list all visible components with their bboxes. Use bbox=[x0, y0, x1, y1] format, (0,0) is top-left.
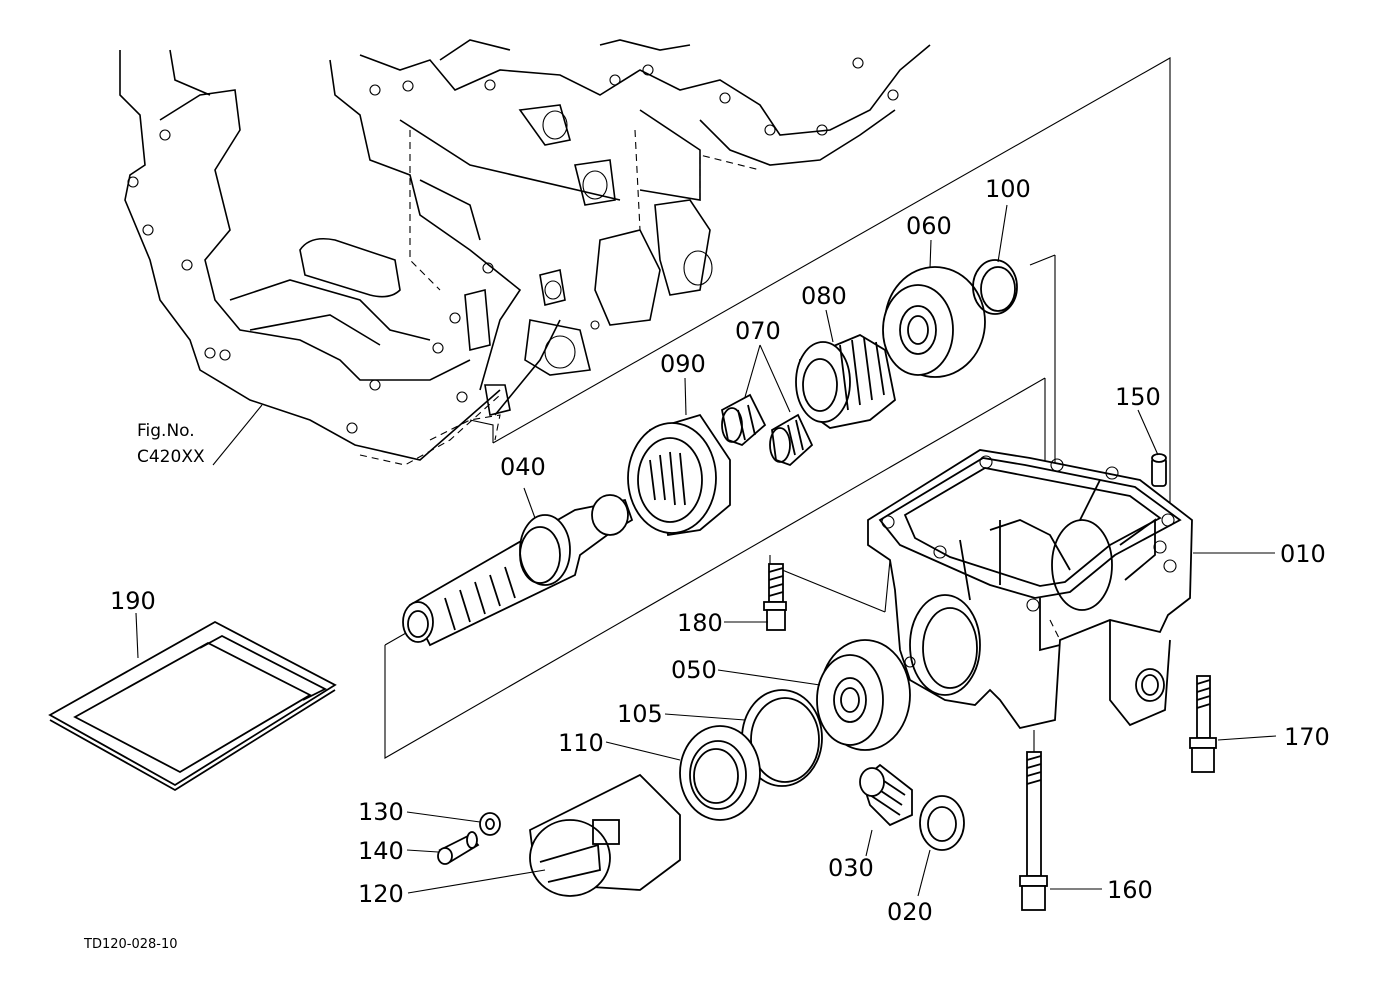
part-080 bbox=[795, 333, 896, 429]
callout-130: 130 bbox=[358, 798, 404, 826]
figure-ref-line2: C420XX bbox=[137, 447, 205, 467]
part-060 bbox=[882, 266, 986, 378]
part-160 bbox=[1019, 730, 1048, 911]
part-100 bbox=[972, 259, 1018, 315]
callout-120: 120 bbox=[358, 880, 404, 908]
callout-160: 160 bbox=[1107, 876, 1153, 904]
part-150 bbox=[1151, 453, 1167, 487]
callout-labels: Fig.No. C420XX 100 060 080 070 090 040 1… bbox=[83, 175, 1330, 952]
part-170 bbox=[1189, 675, 1217, 773]
callout-030: 030 bbox=[828, 854, 874, 882]
figure-code: TD120-028-10 bbox=[83, 937, 178, 952]
part-070 bbox=[720, 393, 814, 467]
part-050 bbox=[816, 639, 911, 751]
callout-070: 070 bbox=[735, 317, 781, 345]
callout-150: 150 bbox=[1115, 383, 1161, 411]
part-090 bbox=[627, 413, 731, 537]
part-110 bbox=[679, 725, 761, 821]
housing-010 bbox=[867, 449, 1193, 730]
transmission-case bbox=[119, 39, 931, 466]
part-140 bbox=[437, 831, 480, 865]
callout-190: 190 bbox=[110, 587, 156, 615]
part-030 bbox=[859, 763, 913, 827]
callout-140: 140 bbox=[358, 837, 404, 865]
leader-lines bbox=[135, 204, 1277, 897]
callout-010: 010 bbox=[1280, 540, 1326, 568]
assembly-frame-lines bbox=[384, 57, 1171, 759]
callout-050: 050 bbox=[671, 656, 717, 684]
callout-080: 080 bbox=[801, 282, 847, 310]
part-130 bbox=[479, 812, 501, 836]
callout-060: 060 bbox=[906, 212, 952, 240]
part-190 bbox=[48, 620, 337, 792]
part-020 bbox=[919, 795, 965, 851]
part-120 bbox=[529, 773, 681, 897]
callout-105: 105 bbox=[617, 700, 663, 728]
callout-040: 040 bbox=[500, 453, 546, 481]
callout-100: 100 bbox=[985, 175, 1031, 203]
callout-180: 180 bbox=[677, 609, 723, 637]
part-180 bbox=[763, 563, 787, 631]
shaft-040 bbox=[402, 494, 634, 647]
figure-ref-line1: Fig.No. bbox=[137, 421, 195, 441]
callout-110: 110 bbox=[558, 729, 604, 757]
callout-090: 090 bbox=[660, 350, 706, 378]
callout-170: 170 bbox=[1284, 723, 1330, 751]
callout-020: 020 bbox=[887, 898, 933, 926]
